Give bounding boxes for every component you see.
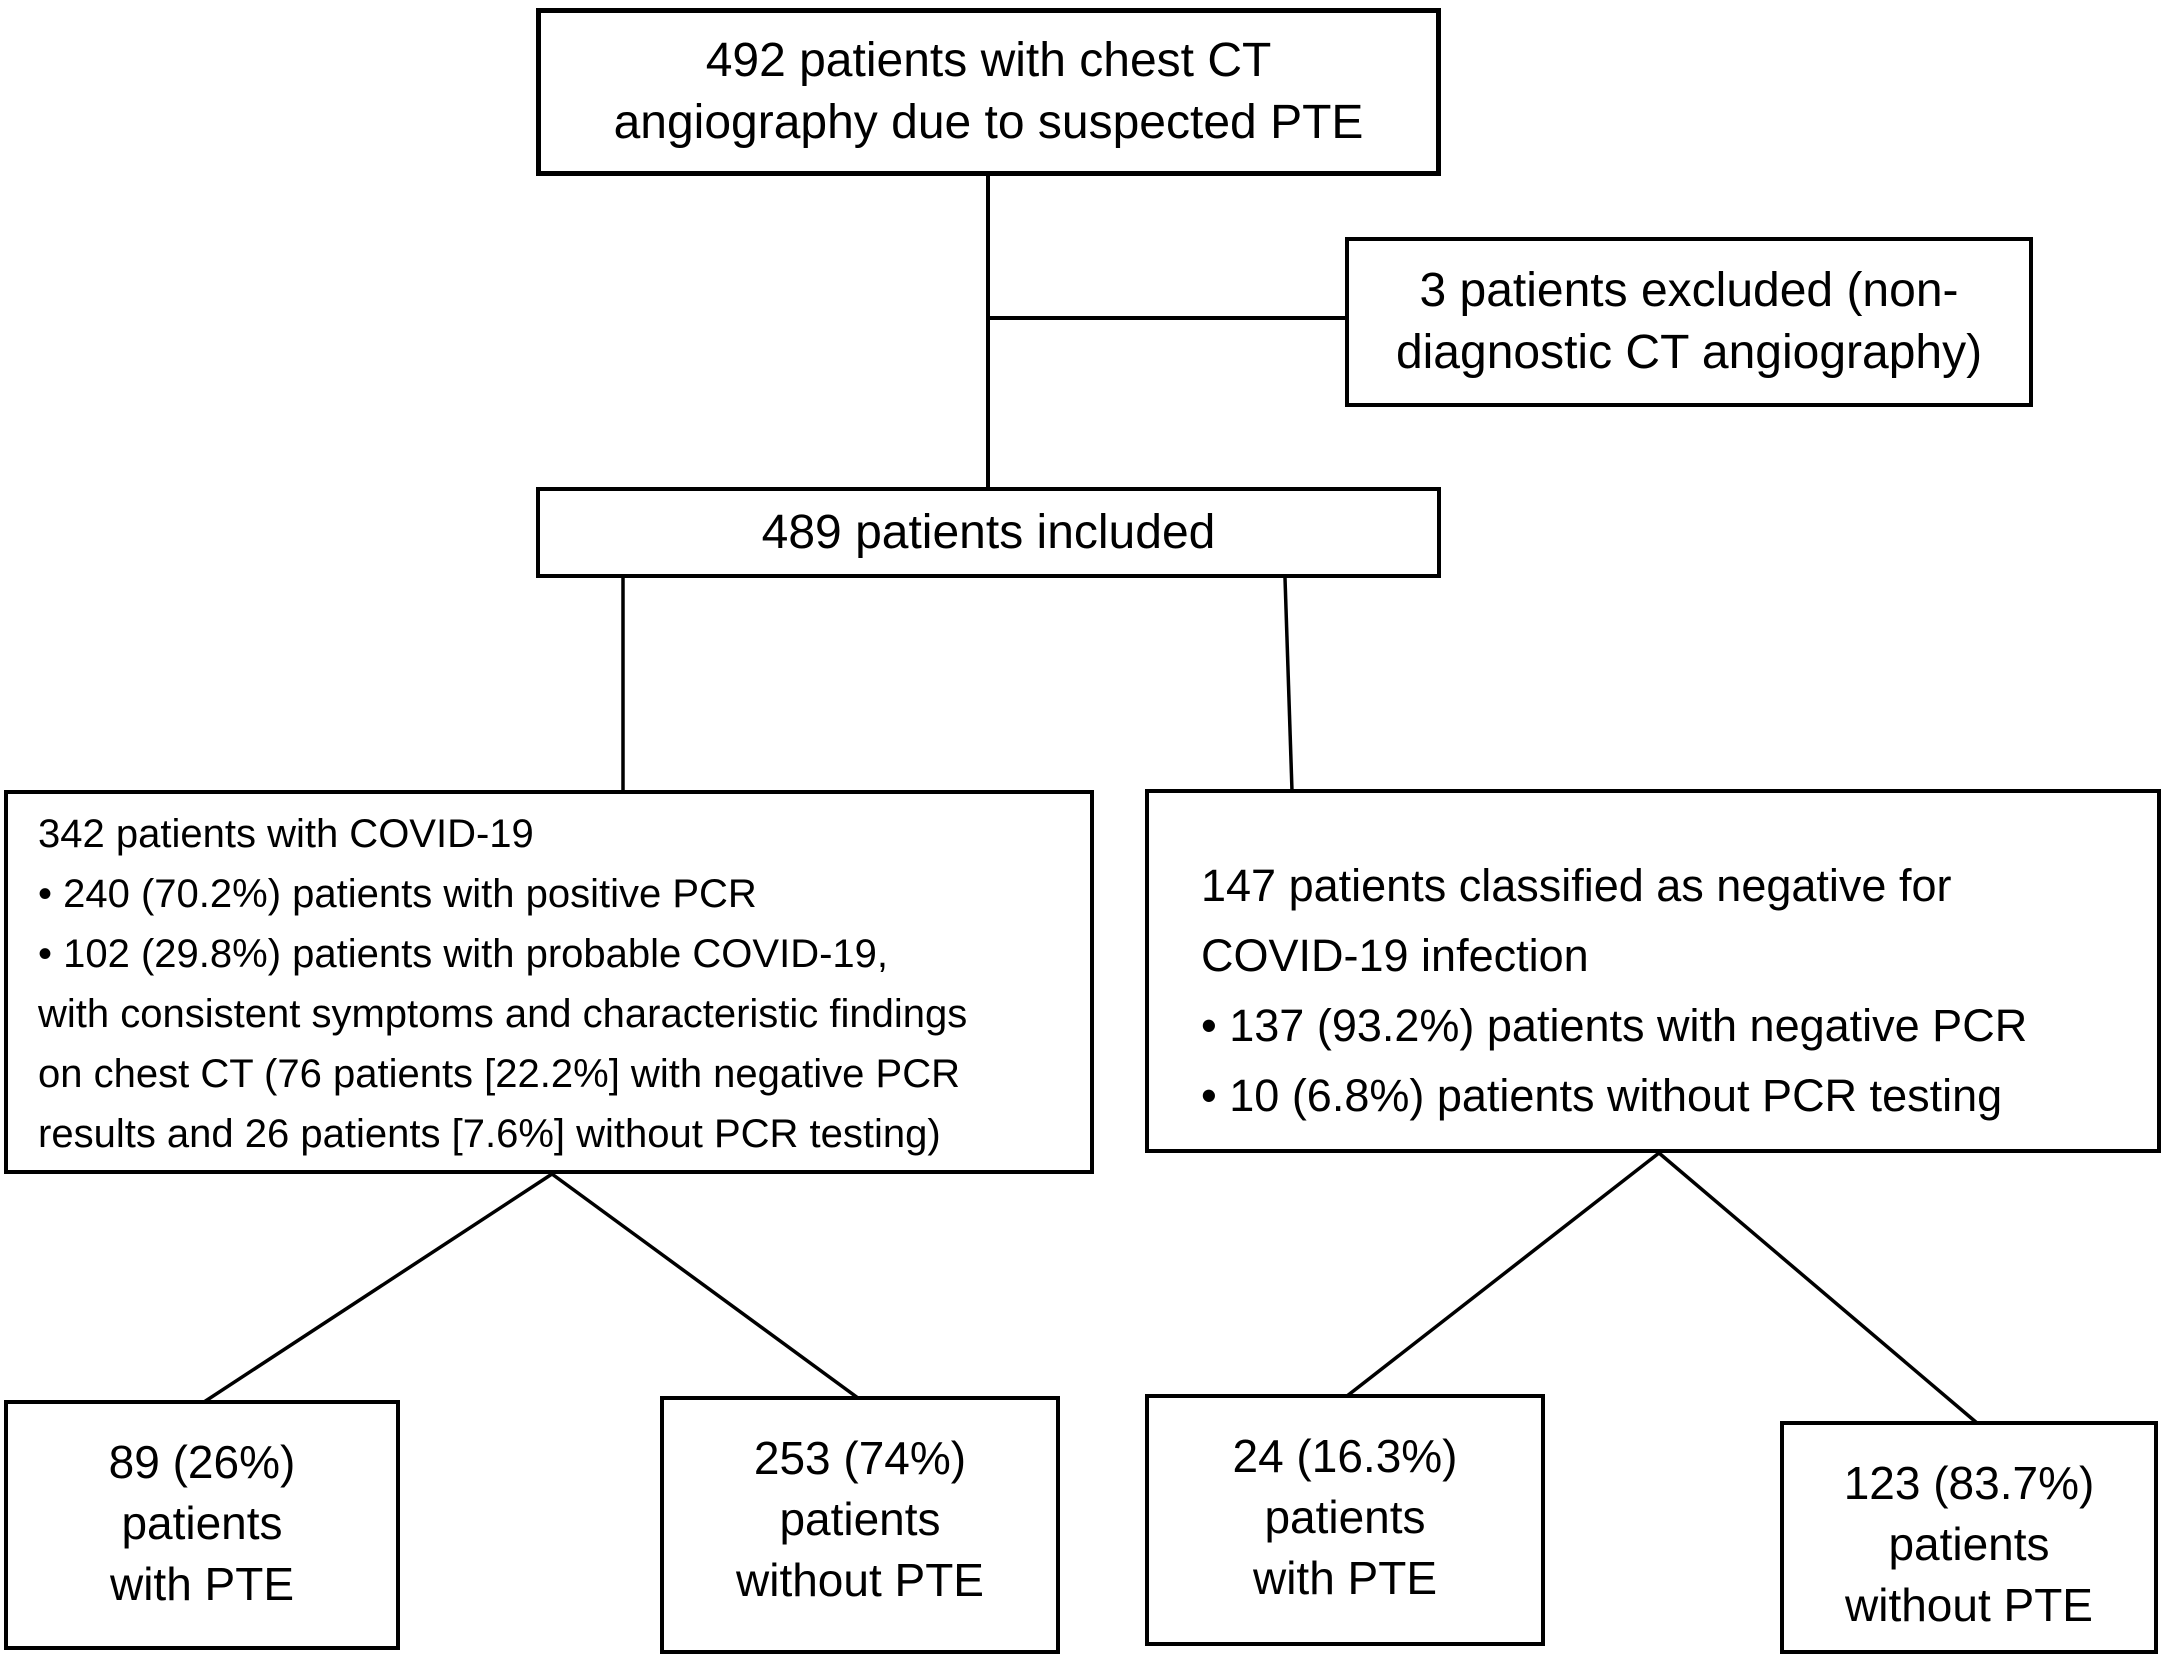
node-total-patients-text: 492 patients with chest CT angiography d… bbox=[613, 34, 1364, 149]
node-negative-without-pte-text: 123 (83.7%) patients without PTE bbox=[1843, 1457, 2095, 1631]
connector-negative-to-pte bbox=[1345, 1151, 1661, 1398]
node-excluded-patients: 3 patients excluded (non- diagnostic CT … bbox=[1345, 237, 2033, 407]
connector-covid-to-pte bbox=[203, 1172, 553, 1404]
node-covid-without-pte-text: 253 (74%) patients without PTE bbox=[736, 1432, 984, 1606]
node-negative-with-pte: 24 (16.3%) patients with PTE bbox=[1145, 1394, 1545, 1646]
node-included-patients-text: 489 patients included bbox=[761, 505, 1216, 559]
node-covid-with-pte-text: 89 (26%) patients with PTE bbox=[108, 1436, 296, 1610]
node-negative-with-pte-text: 24 (16.3%) patients with PTE bbox=[1232, 1430, 1458, 1604]
node-negative-without-pte: 123 (83.7%) patients without PTE bbox=[1780, 1421, 2158, 1654]
node-total-patients: 492 patients with chest CT angiography d… bbox=[536, 8, 1441, 176]
node-covid-with-pte: 89 (26%) patients with PTE bbox=[4, 1400, 400, 1650]
node-covid-positive-group: 342 patients with COVID-19 • 240 (70.2%)… bbox=[4, 790, 1094, 1174]
node-covid-negative-group: 147 patients classified as negative for … bbox=[1145, 789, 2161, 1153]
connector-included-to-negative bbox=[1283, 577, 1294, 792]
node-included-patients: 489 patients included bbox=[536, 487, 1441, 578]
connector-negative-to-no-pte bbox=[1657, 1151, 1979, 1425]
node-covid-positive-group-text: 342 patients with COVID-19 • 240 (70.2%)… bbox=[38, 812, 968, 1156]
connector-covid-to-no-pte bbox=[550, 1172, 860, 1400]
node-covid-without-pte: 253 (74%) patients without PTE bbox=[660, 1396, 1060, 1654]
node-excluded-patients-text: 3 patients excluded (non- diagnostic CT … bbox=[1395, 264, 1983, 379]
node-covid-negative-group-text: 147 patients classified as negative for … bbox=[1201, 860, 2028, 1121]
